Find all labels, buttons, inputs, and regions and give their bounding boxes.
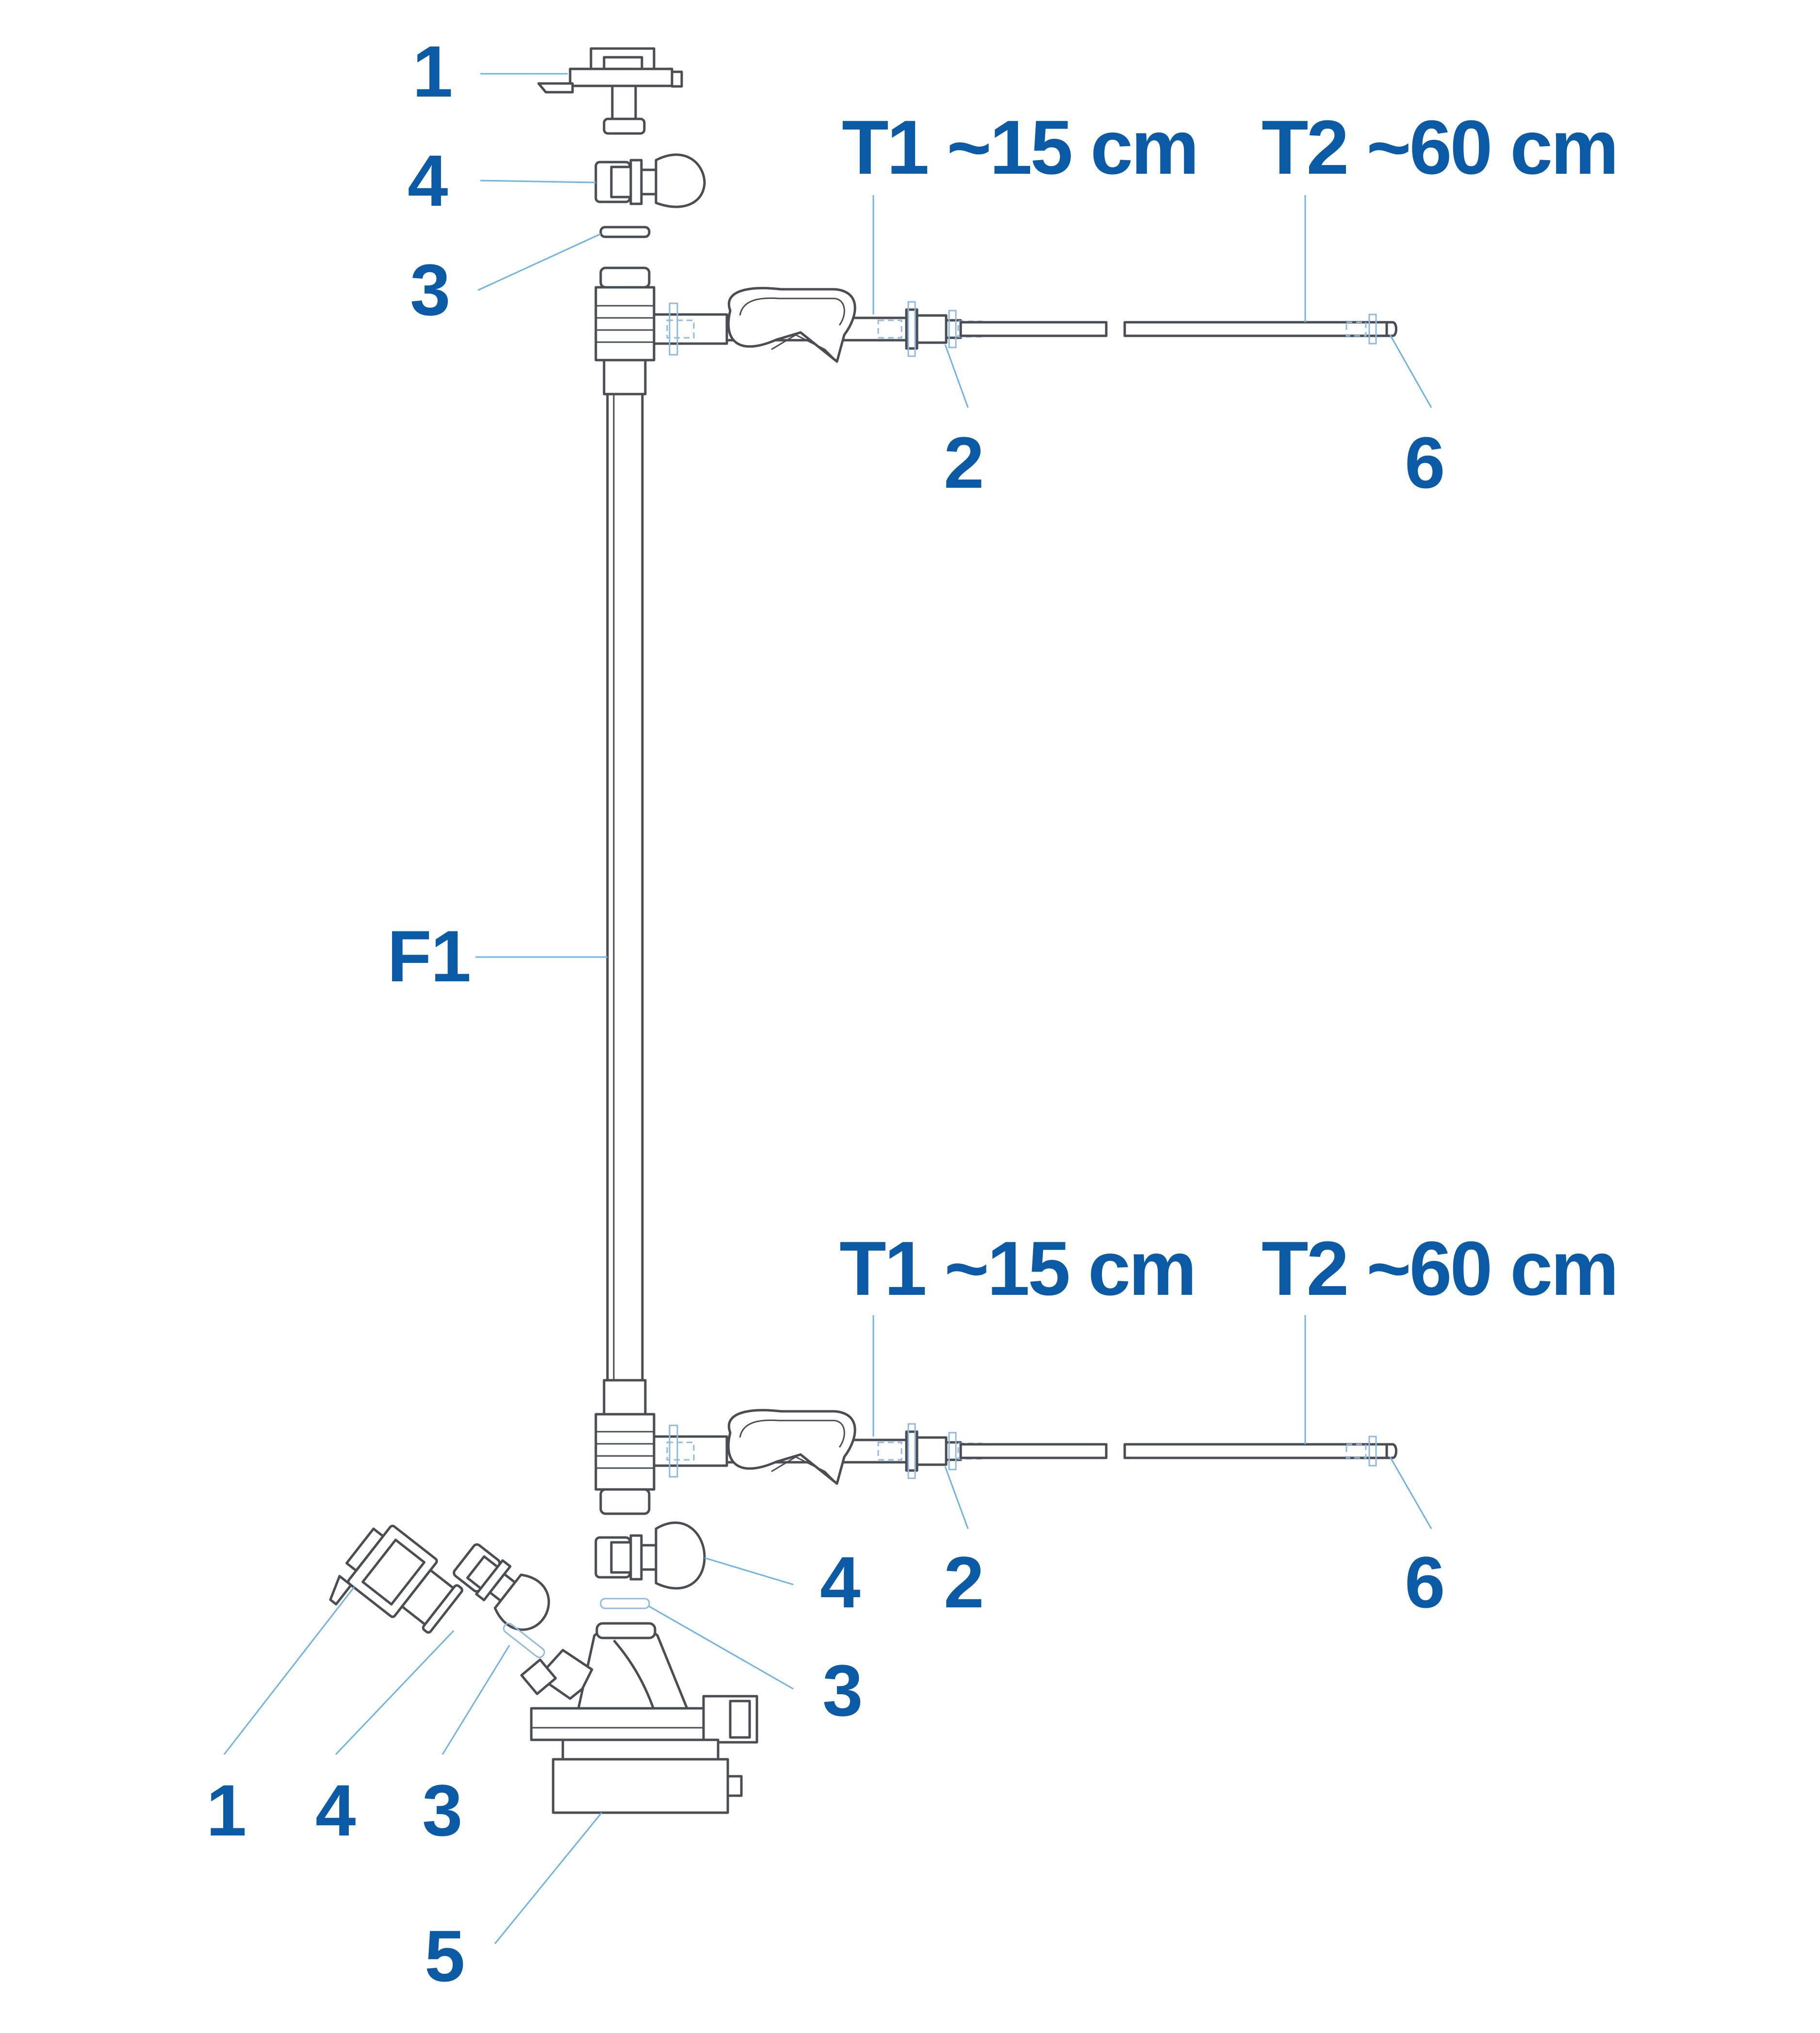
main-tube-f1 [606, 393, 644, 1382]
label-5: 5 [425, 1915, 465, 1997]
bottom-t-piece [594, 1379, 656, 1515]
label-t1-top: T1 ~15 cm [842, 105, 1199, 190]
label-3-left: 3 [422, 1769, 462, 1851]
label-t2-bottom: T2 ~60 cm [1262, 1226, 1619, 1311]
bottom-branch-assembly [653, 1409, 1397, 1485]
part-1-left-clamp [329, 1524, 463, 1634]
part-1-top-clamp [537, 47, 683, 135]
label-1-left: 1 [206, 1769, 246, 1851]
label-4-left: 4 [315, 1769, 356, 1851]
part-4-left-valve [453, 1543, 550, 1631]
part-5-base-vessel [520, 1622, 758, 1814]
label-3-bottom: 3 [822, 1650, 863, 1731]
label-6-bottom: 6 [1405, 1541, 1445, 1623]
top-t-piece [594, 266, 656, 396]
part-3-left-gasket [503, 1622, 545, 1658]
label-t2-top: T2 ~60 cm [1262, 105, 1619, 190]
top-branch-assembly [653, 287, 1397, 363]
part-3-top-gasket [599, 226, 651, 238]
label-4-bottom: 4 [820, 1541, 860, 1623]
part-4-bottom-valve [594, 1521, 706, 1590]
label-2-bottom: 2 [944, 1541, 984, 1623]
label-4-top: 4 [408, 140, 448, 221]
label-1-top: 1 [412, 31, 453, 112]
label-6-top: 6 [1405, 422, 1445, 503]
label-3-top: 3 [410, 249, 450, 331]
label-2-top: 2 [944, 422, 984, 503]
leader-lines [223, 73, 1432, 1944]
label-t1-bottom: T1 ~15 cm [839, 1226, 1197, 1311]
label-f1: F1 [387, 915, 471, 997]
part-4-top-valve [594, 153, 706, 208]
part-3-bottom-gasket [600, 1598, 650, 1609]
